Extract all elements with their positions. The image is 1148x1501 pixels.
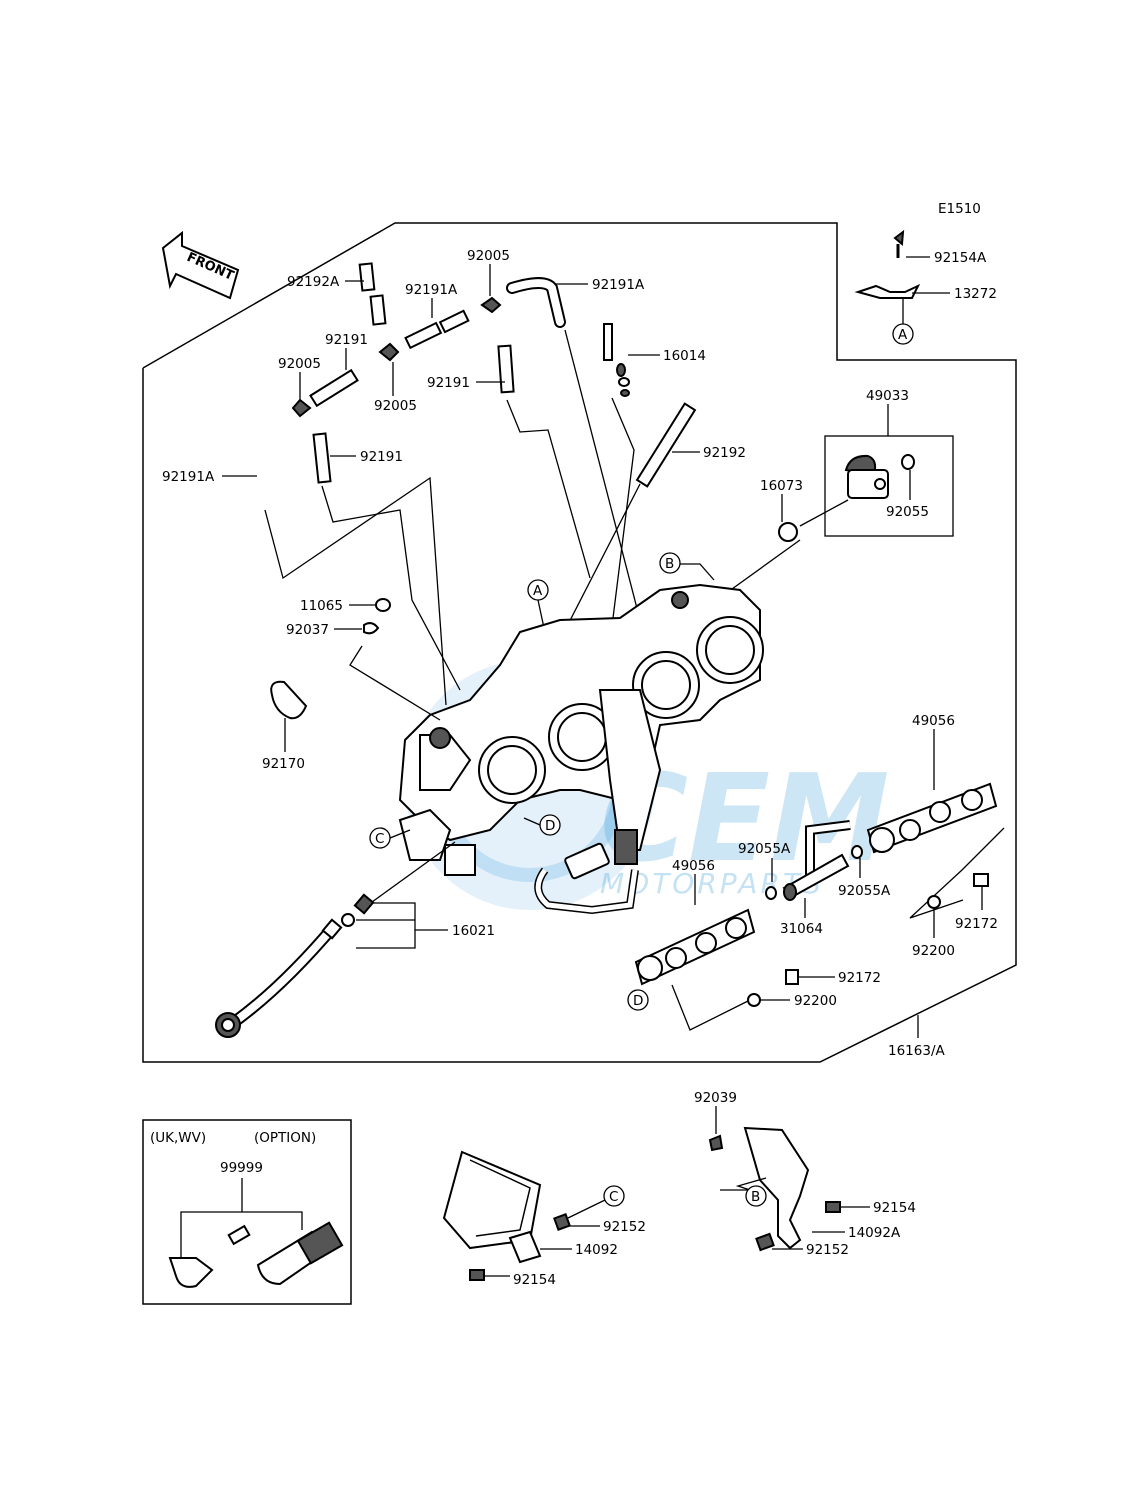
front-arrow-icon: FRONT: [161, 230, 240, 300]
sensor-49033-box: [824, 435, 954, 537]
ref-circle-b-lower: [745, 1185, 767, 1207]
label-92172-a: 92172: [955, 916, 998, 932]
label-92191A-top: 92191A: [592, 277, 645, 293]
bracket-13272-icon: [854, 229, 921, 324]
label-11065: 11065: [300, 598, 343, 614]
cap-11065-icon: [375, 598, 391, 612]
label-14092A: 14092A: [848, 1225, 901, 1241]
label-92172-b: 92172: [838, 970, 881, 986]
label-49056-left: 49056: [672, 858, 715, 874]
fuel-rail-right-icon: [805, 782, 998, 880]
label-92191-a: 92191: [325, 332, 368, 348]
clip-92170-icon: [270, 680, 308, 720]
label-92191A-left: 92191A: [162, 469, 215, 485]
label-92005-mid: 92005: [374, 398, 417, 414]
label-31064: 31064: [780, 921, 823, 937]
label-92055: 92055: [886, 504, 929, 520]
fuel-pipe-31064-icon: [782, 853, 850, 901]
diagram-code: E1510: [938, 201, 981, 217]
label-14092: 14092: [575, 1242, 618, 1258]
label-13272: 13272: [954, 286, 997, 302]
ref-circle-b-top: [659, 552, 681, 574]
label-92170: 92170: [262, 756, 305, 772]
label-92005-left: 92005: [278, 356, 321, 372]
label-16021: 16021: [452, 923, 495, 939]
bracket-14092A-icon: [708, 1126, 841, 1252]
label-16073: 16073: [760, 478, 803, 494]
label-92039: 92039: [694, 1090, 737, 1106]
bracket-14092-icon: [442, 1150, 571, 1281]
ref-a: A: [533, 583, 543, 599]
washer-16073-icon: [778, 522, 798, 542]
label-16163A: 16163/A: [888, 1043, 945, 1059]
bolt-92172-b-icon: [785, 969, 799, 985]
label-92055A-b: 92055A: [838, 883, 891, 899]
option-label: (OPTION): [254, 1130, 316, 1146]
ref-d: D: [545, 818, 555, 834]
label-16014: 16014: [663, 348, 706, 364]
throttle-body-icon: [398, 583, 764, 876]
ref-c-lower: C: [609, 1189, 618, 1205]
option-region: (UK,WV): [150, 1130, 206, 1146]
label-92154-a: 92154: [513, 1272, 556, 1288]
label-92152-a: 92152: [603, 1219, 646, 1235]
ref-d-lower: D: [633, 993, 643, 1009]
label-92154A: 92154A: [934, 250, 987, 266]
option-parts-icon: [168, 1221, 344, 1288]
option-box: [142, 1119, 352, 1305]
washer-92200-b-icon: [747, 993, 761, 1007]
sensor-49033-icon: [844, 454, 915, 499]
washer-92200-a-icon: [927, 895, 941, 909]
label-92191-c: 92191: [360, 449, 403, 465]
label-92192: 92192: [703, 445, 746, 461]
label-92200-b: 92200: [794, 993, 837, 1009]
sensor-16021-icon: [215, 893, 375, 1038]
label-99999: 99999: [220, 1160, 263, 1176]
label-92192A: 92192A: [287, 274, 340, 290]
ref-a-top: A: [898, 327, 908, 343]
label-49056-right: 49056: [912, 713, 955, 729]
ref-circle-c-lower: [603, 1185, 625, 1207]
label-92152-b: 92152: [806, 1242, 849, 1258]
ref-circle-d-lower: [627, 989, 649, 1011]
label-92191-b: 92191: [427, 375, 470, 391]
label-92055A-a: 92055A: [738, 841, 791, 857]
bolt-92172-a-icon: [973, 873, 989, 887]
sensor-16014-icon: [603, 323, 630, 397]
oring-92055A-b-icon: [851, 845, 863, 859]
ref-b-lower: B: [751, 1189, 760, 1205]
label-92200-a: 92200: [912, 943, 955, 959]
ref-c: C: [375, 831, 384, 847]
main-boundary: [142, 222, 1017, 1063]
oring-92055A-a-icon: [765, 886, 777, 900]
label-92191A-mid: 92191A: [405, 282, 458, 298]
harness-connector-icon: [534, 842, 639, 915]
clamp-92037-icon: [363, 622, 380, 635]
ref-b-top: B: [665, 556, 674, 572]
label-92154-b: 92154: [873, 1200, 916, 1216]
fuel-rail-left-icon: [634, 908, 756, 986]
label-92037: 92037: [286, 622, 329, 638]
label-92005-top: 92005: [467, 248, 510, 264]
hose-group: [249, 262, 697, 499]
label-49033: 49033: [866, 388, 909, 404]
ref-circle-a-top: [892, 323, 914, 345]
